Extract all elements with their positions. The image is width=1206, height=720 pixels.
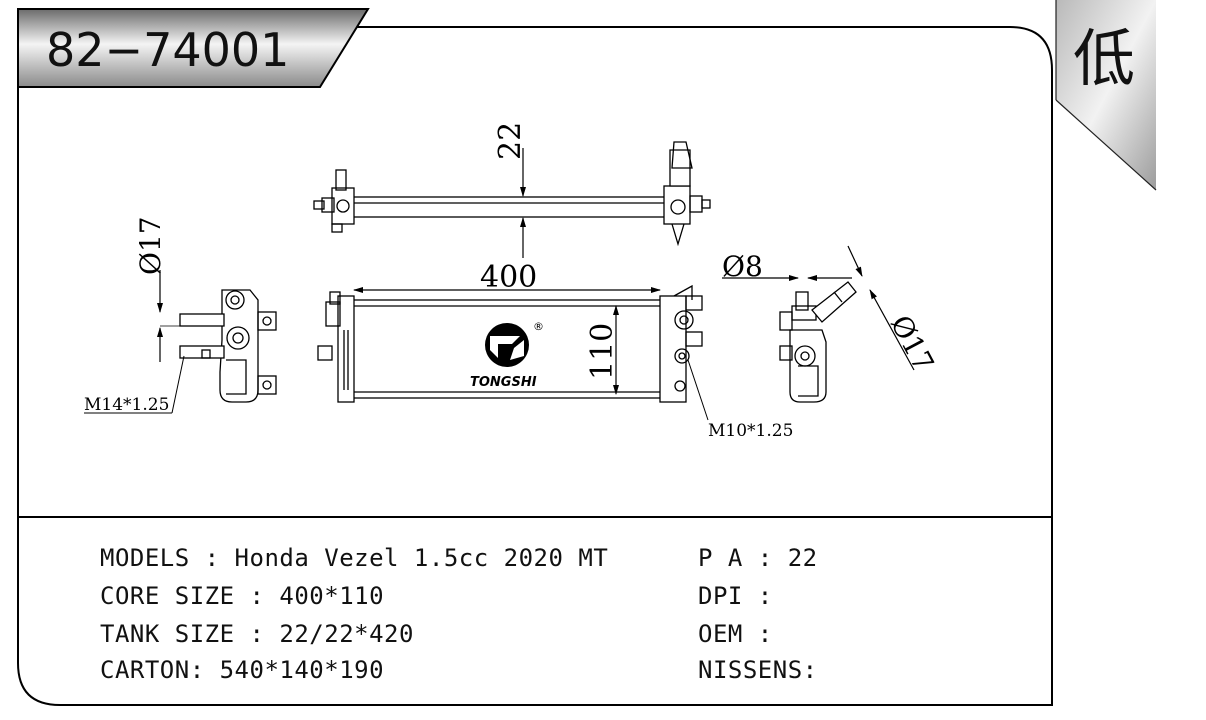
- dim-outlet-diameter: Ø17: [847, 245, 941, 377]
- spec-dpi: DPI :: [698, 582, 773, 610]
- dim-core-height-value: 110: [585, 323, 620, 380]
- dim-tank-thickness: 22: [493, 122, 528, 258]
- dim-outlet-diameter-value: Ø17: [884, 310, 941, 377]
- corner-label: 低: [1073, 22, 1135, 95]
- part-number-banner: 82−74001: [17, 8, 370, 88]
- outer-frame: [17, 26, 1053, 706]
- thread-left-label: M14*1.25: [84, 395, 169, 415]
- brand-registered-mark: ®: [533, 320, 544, 333]
- dim-inlet-diameter-value: Ø17: [134, 216, 167, 275]
- right-side-view: [779, 281, 857, 403]
- spec-nissens: NISSENS:: [698, 656, 818, 684]
- spec-pa: P A : 22: [698, 544, 818, 572]
- dim-core-height: 110: [585, 305, 620, 395]
- dim-tank-thickness-value: 22: [493, 122, 528, 160]
- thread-right-label: M10*1.25: [708, 421, 793, 441]
- thread-right-callout: M10*1.25: [687, 359, 793, 441]
- corner-tag: 低: [1055, 0, 1157, 191]
- dim-small-pipe-diameter: Ø8: [722, 250, 852, 283]
- spec-core-size: CORE SIZE : 400*110: [100, 582, 385, 610]
- dim-inlet-diameter: Ø17: [134, 216, 182, 362]
- spec-oem: OEM :: [698, 620, 773, 648]
- dim-small-pipe-diameter-value: Ø8: [722, 250, 763, 283]
- left-side-view: [179, 289, 277, 403]
- dim-core-width-value: 400: [480, 260, 537, 295]
- brand-name: TONGSHI: [470, 375, 537, 390]
- brand-logo: TONGSHI ®: [470, 320, 544, 390]
- dim-core-width: 400: [353, 260, 661, 295]
- part-number: 82−74001: [46, 23, 289, 77]
- top-view: [313, 141, 711, 247]
- spec-carton: CARTON: 540*140*190: [100, 656, 385, 684]
- thread-left-callout: M14*1.25: [84, 355, 185, 415]
- spec-tank-size: TANK SIZE : 22/22*420: [100, 620, 414, 648]
- spec-models: MODELS : Honda Vezel 1.5cc 2020 MT: [100, 544, 609, 572]
